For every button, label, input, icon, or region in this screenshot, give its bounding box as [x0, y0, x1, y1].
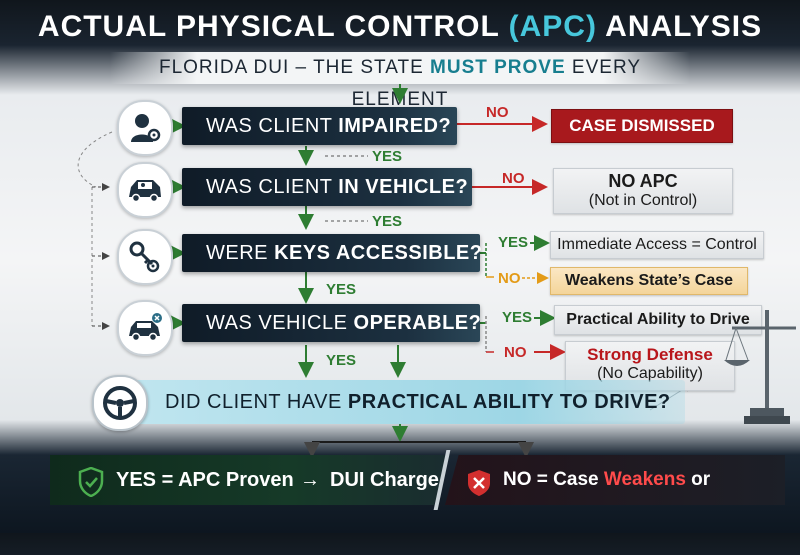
no-label-keys: NO — [498, 270, 521, 287]
flow-connectors — [77, 84, 692, 458]
subtitle-banner: FLORIDA DUI – THE STATE MUST PROVE EVERY… — [110, 52, 690, 110]
result-case-dismissed: CASE DISMISSED — [551, 109, 733, 143]
steering-wheel-icon — [92, 375, 148, 431]
title-accent: (APC) — [508, 10, 597, 43]
step-in-vehicle-strong: IN VEHICLE? — [338, 176, 469, 198]
page-title: ACTUAL PHYSICAL CONTROL (APC) ANALYSIS — [0, 10, 800, 44]
final-question-pre: DID CLIENT HAVE — [165, 391, 348, 413]
outcome-no-mid: or — [685, 469, 711, 490]
yes-label-impaired: YES — [372, 148, 403, 165]
outcome-no-weakens: Weakens — [603, 469, 686, 490]
result-no-apc-sub: (Not in Control) — [588, 192, 698, 209]
no-label-impaired: NO — [486, 104, 509, 121]
yes-label-operable: YES — [502, 309, 533, 326]
result-no-apc-title: NO APC — [608, 171, 678, 191]
no-label-vehicle: NO — [502, 170, 525, 187]
car-x-icon — [117, 300, 173, 356]
step-impaired-strong: IMPAIRED? — [338, 115, 452, 137]
result-no-apc: NO APC (Not in Control) — [553, 168, 733, 214]
no-label-operable: NO — [504, 344, 527, 361]
yes-label-keys-down: YES — [326, 281, 357, 298]
title-tail: ANALYSIS — [596, 10, 763, 43]
outcome-yes-banner: YES = APC Proven → DUI Charge — [50, 455, 450, 505]
person-gear-icon — [117, 100, 173, 156]
final-question: DID CLIENT HAVE PRACTICAL ABILITY TO DRI… — [135, 380, 685, 424]
step-in-vehicle: WAS CLIENT IN VEHICLE? — [182, 168, 472, 206]
outcome-yes-arrow: → — [300, 469, 320, 491]
final-question-strong: PRACTICAL ABILITY TO DRIVE? — [347, 391, 671, 413]
keys-gear-icon — [117, 229, 173, 285]
yes-label-operable-down: YES — [326, 352, 357, 369]
title-main: ACTUAL PHYSICAL CONTROL — [37, 10, 509, 43]
result-strong-title: Strong Defense — [587, 345, 713, 364]
subtitle-accent: MUST PROVE — [430, 57, 566, 78]
step-impaired-pre: WAS CLIENT — [206, 115, 339, 137]
step-impaired: WAS CLIENT IMPAIRED? — [182, 107, 457, 145]
outcome-no-text: NO = Case Weakens or Dismissed — [503, 455, 785, 505]
outcome-no-banner: NO = Case Weakens or Dismissed — [445, 455, 785, 505]
outcome-yes-text: YES = APC Proven — [116, 469, 294, 491]
yes-label-vehicle: YES — [372, 213, 403, 230]
result-weakens-case: Weakens State’s Case — [550, 267, 748, 295]
outcome-no-pre: NO = Case — [503, 469, 604, 490]
step-operable-strong: OPERABLE? — [353, 312, 482, 334]
scales-of-justice-icon — [722, 300, 797, 435]
shield-check-icon — [78, 466, 104, 505]
result-strong-sub: (No Capability) — [597, 365, 703, 382]
yes-label-keys: YES — [498, 234, 529, 251]
step-keys: WERE KEYS ACCESSIBLE? — [182, 234, 483, 272]
result-immediate-access: Immediate Access = Control — [550, 231, 764, 259]
subtitle-post: EVERY ELEMENT — [351, 57, 642, 110]
result-practical-ability: Practical Ability to Drive — [554, 305, 762, 335]
step-in-vehicle-pre: WAS CLIENT — [206, 176, 339, 198]
step-operable-pre: WAS VEHICLE — [206, 312, 354, 334]
step-operable: WAS VEHICLE OPERABLE? — [182, 304, 482, 342]
subtitle-pre: FLORIDA DUI – THE STATE — [158, 57, 431, 78]
outcome-yes-tail: DUI Charge — [330, 469, 439, 491]
car-driver-icon — [117, 162, 173, 218]
x-circle-icon — [465, 467, 493, 505]
step-keys-strong: KEYS ACCESSIBLE? — [274, 242, 483, 264]
step-keys-pre: WERE — [206, 242, 275, 264]
